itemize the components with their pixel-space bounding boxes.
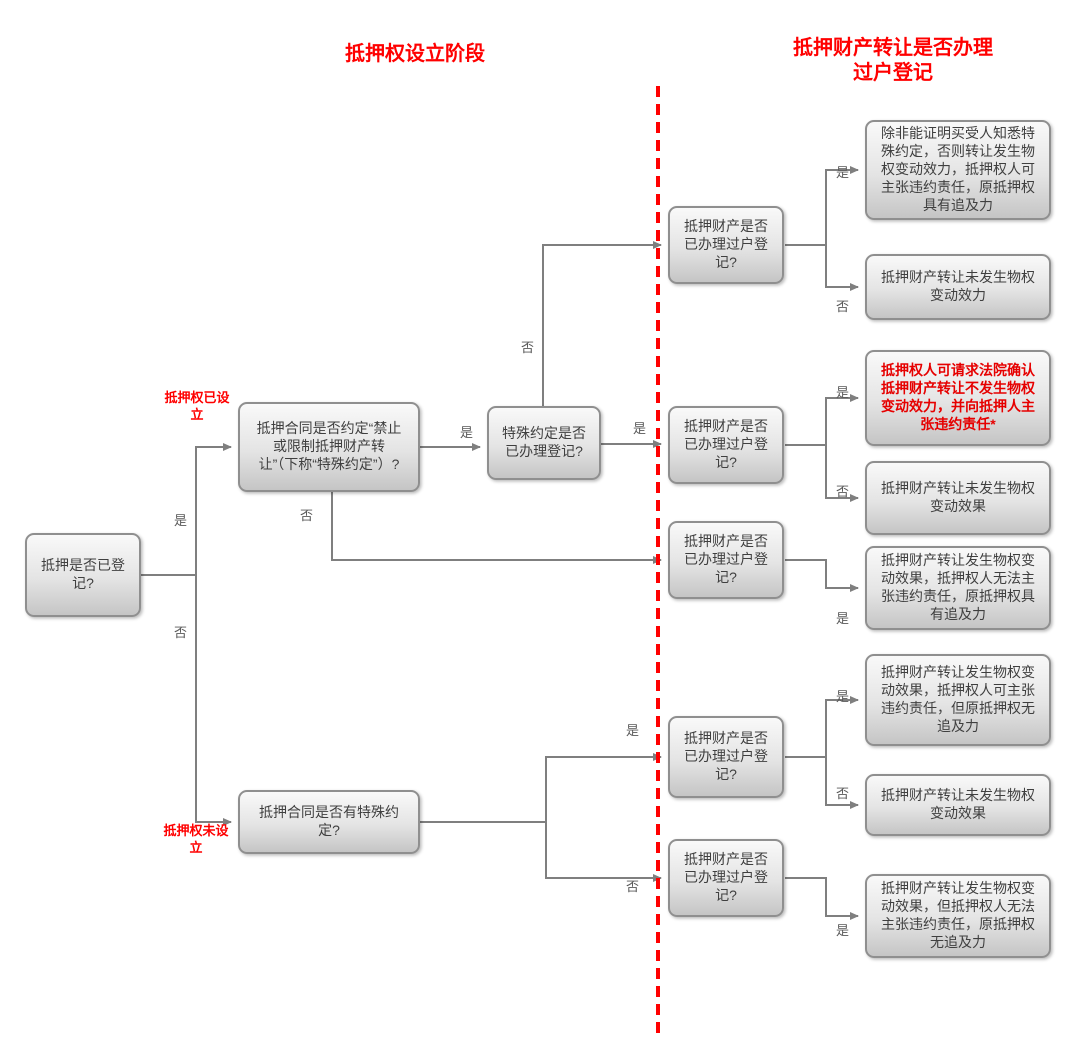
result-effect-breach-no-pursuit: 抵押财产转让发生物权变动效果，抵押权人可主张违约责任，但原抵押权无追及力 [865, 654, 1051, 746]
result-no-effect-3: 抵押财产转让未发生物权变动效果 [865, 774, 1051, 836]
edge-bottom-transfer-yes [785, 877, 859, 920]
edge-has-special-no [420, 821, 662, 882]
node-transfer-registered-noclause: 抵押财产是否已办理过户登记? [668, 521, 784, 599]
result-no-effect-2: 抵押财产转让未发生物权变动效果 [865, 461, 1051, 535]
edge-top-transfer-no [785, 244, 859, 291]
result-effect-no-breach-no-pursuit: 抵押财产转让发生物权变动效果，但抵押权人无法主张违约责任，原抵押权无追及力 [865, 874, 1051, 958]
node-transfer-registered-bottom: 抵押财产是否已办理过户登记? [668, 839, 784, 917]
edge-label-yes: 是 [626, 723, 640, 738]
result-court-confirm-red: 抵押权人可请求法院确认抵押财产转让不发生物权变动效力，并向抵押人主张违约责任* [865, 350, 1051, 446]
edge-top-transfer-yes [785, 166, 859, 246]
branch-label-established: 抵押权已设立 [164, 390, 230, 422]
edge-label-no: 否 [836, 786, 850, 801]
edge-label-yes: 是 [836, 165, 850, 180]
node-transfer-registered-mid: 抵押财产是否已办理过户登记? [668, 406, 784, 484]
node-transfer-registered-top: 抵押财产是否已办理过户登记? [668, 206, 784, 284]
node-contract-has-special: 抵押合同是否有特殊约定? [238, 790, 420, 854]
edge-mid-transfer-no [785, 444, 859, 502]
edge-label-yes: 是 [633, 421, 647, 436]
branch-label-not-established: 抵押权未设立 [163, 823, 229, 855]
edge-label-yes: 是 [836, 923, 850, 938]
edge-label-no: 否 [174, 625, 188, 640]
edge-label-yes: 是 [836, 385, 850, 400]
edge-label-yes: 是 [174, 513, 188, 528]
edge-registered-no [140, 574, 232, 826]
node-special-clause-registered: 特殊约定是否已办理登记? [487, 406, 601, 480]
edge-clause-registered-no [542, 241, 662, 406]
edge-label-no: 否 [521, 340, 535, 355]
edge-label-no: 否 [836, 484, 850, 499]
result-effect-no-breach-pursuit: 抵押财产转让发生物权变动效果，抵押权人无法主张违约责任，原抵押权具有追及力 [865, 546, 1051, 630]
edge-lower-transfer-yes [785, 696, 859, 758]
edge-special-clause-no [331, 492, 662, 564]
edge-lower-transfer-no [785, 756, 859, 809]
node-contract-special-clause: 抵押合同是否约定“禁止或限制抵押财产转让”（下称“特殊约定”）? [238, 402, 420, 492]
node-transfer-registered-lower: 抵押财产是否已办理过户登记? [668, 716, 784, 798]
edge-label-no: 否 [836, 299, 850, 314]
edge-label-no: 否 [626, 879, 640, 894]
result-buyer-knowledge: 除非能证明买受人知悉特殊约定，否则转让发生物权变动效力，抵押权人可主张违约责任，… [865, 120, 1051, 220]
edge-label-no: 否 [300, 508, 314, 523]
result-no-effect-1: 抵押财产转让未发生物权变动效力 [865, 254, 1051, 320]
edge-label-yes: 是 [836, 689, 850, 704]
header-transfer-registration: 抵押财产转让是否办理过户登记 [793, 37, 993, 84]
edge-label-yes: 是 [836, 611, 850, 626]
edge-mid-transfer-yes [785, 394, 859, 446]
edge-label-yes: 是 [460, 425, 474, 440]
node-mortgage-registered: 抵押是否已登记? [25, 533, 141, 617]
edge-has-special-yes [420, 753, 662, 823]
edge-noclause-transfer-yes [785, 559, 859, 592]
header-establishment-stage: 抵押权设立阶段 [345, 43, 485, 65]
